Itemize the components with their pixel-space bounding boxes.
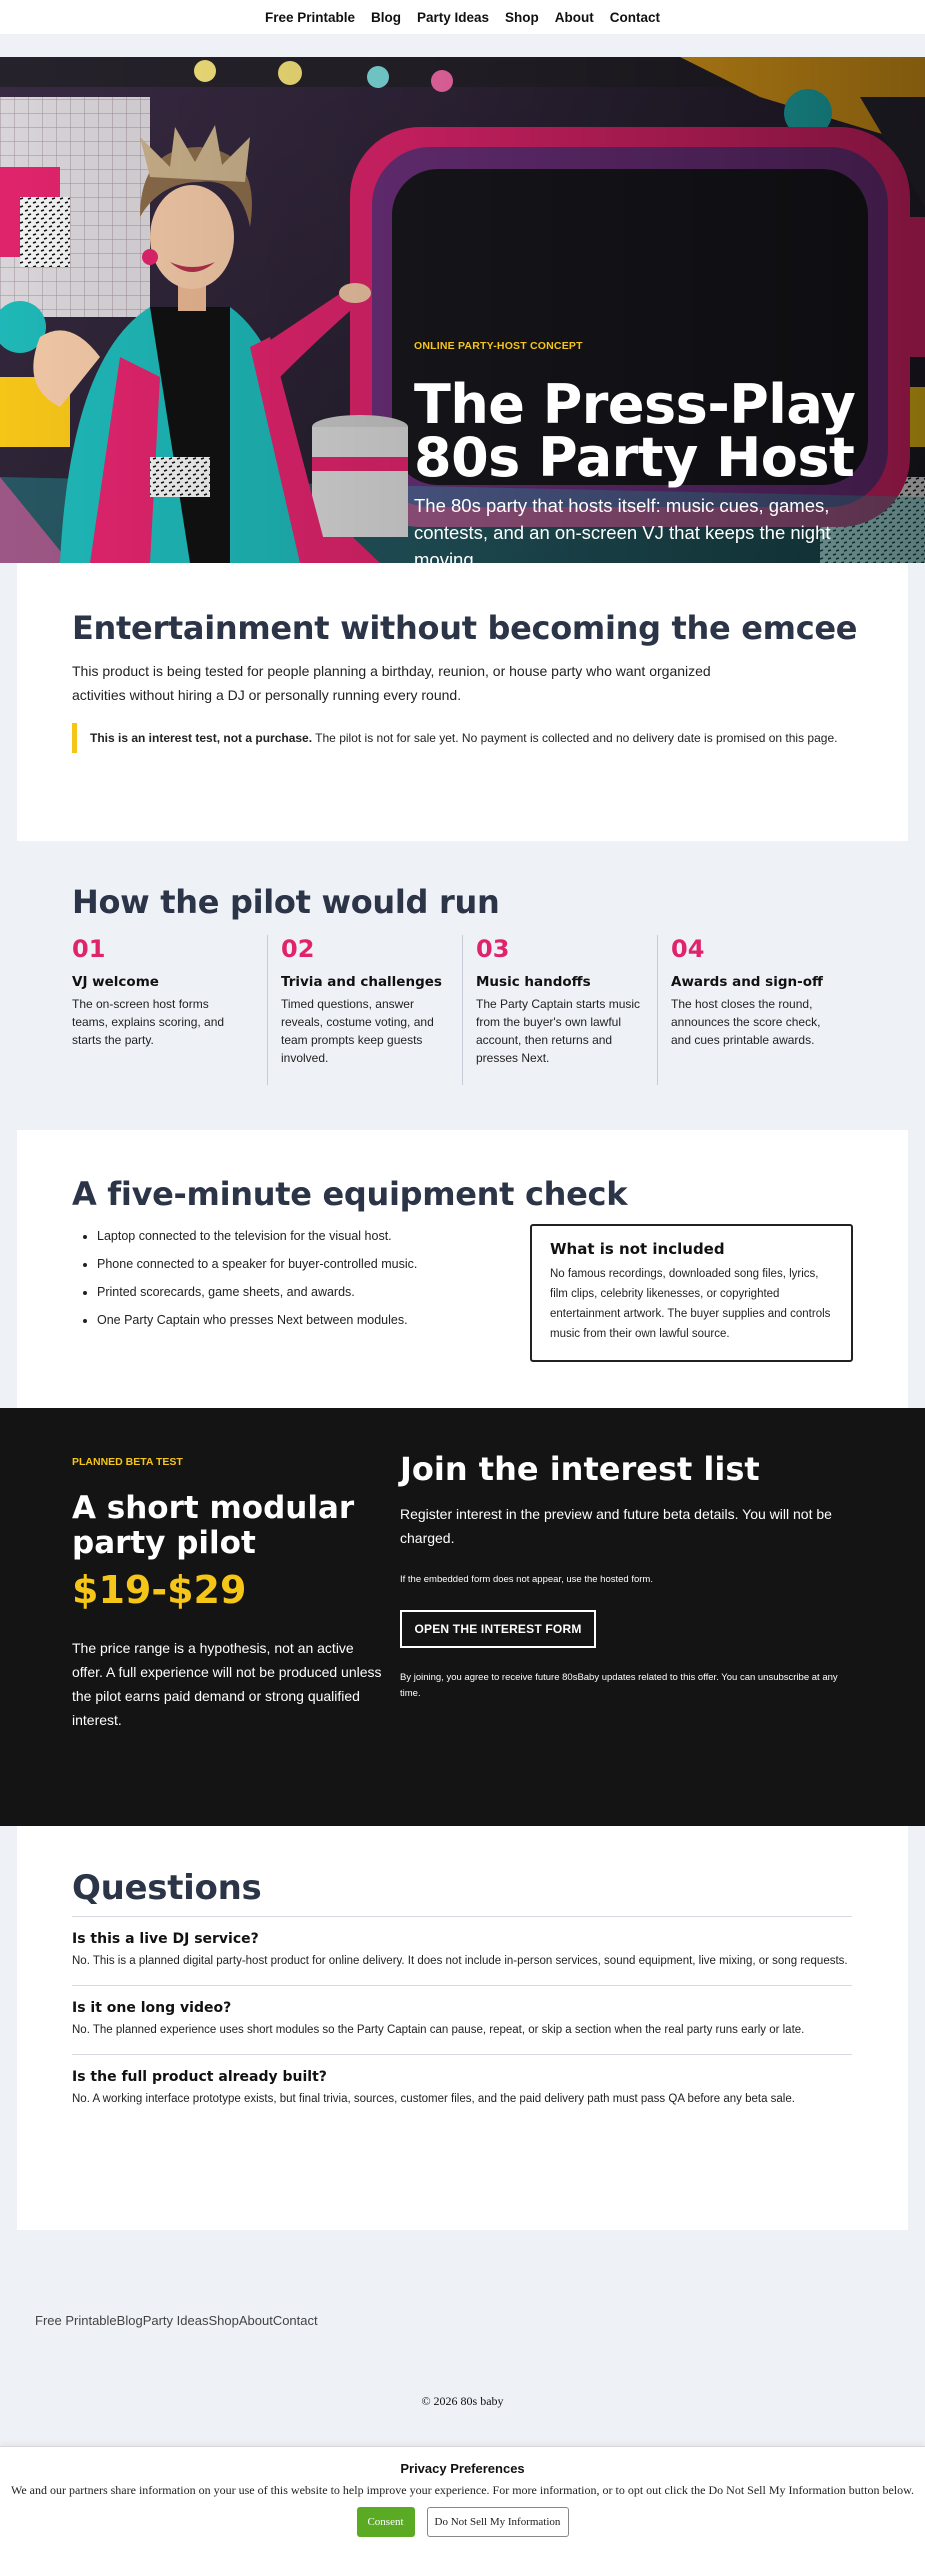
consent-text: We and our partners share information on… (10, 2483, 915, 2497)
step-description: Timed questions, answer reveals, costume… (281, 997, 434, 1065)
faq-item: Is this a live DJ service? No. This is a… (72, 1916, 852, 1985)
list-item: Laptop connected to the television for t… (97, 1222, 497, 1250)
equipment-list: Laptop connected to the television for t… (97, 1222, 497, 1334)
intro-lead: This product is being tested for people … (72, 663, 711, 703)
price-range: $19-$29 (72, 1568, 247, 1612)
price-note: The price range is a hypothesis, not an … (72, 1640, 382, 1728)
hero-title-line2: 80s Party Host (414, 426, 855, 489)
step-name: Trivia and challenges (281, 974, 442, 990)
embed-note: If the embedded form does not appear, us… (400, 1574, 653, 1585)
step-number: 04 (671, 935, 705, 963)
consent-buttons: Consent Do Not Sell My Information (0, 2507, 925, 2537)
steps-list: 01 VJ welcome The on-screen host forms t… (72, 935, 852, 1085)
faq-answer: No. The planned experience uses short mo… (72, 2024, 805, 2036)
nav-link-blog[interactable]: Blog (371, 9, 401, 25)
step-item: 02 Trivia and challenges Timed questions… (267, 935, 462, 1085)
equipment-title: A five-minute equipment check (72, 1175, 628, 1213)
step-description: The on-screen host forms teams, explains… (72, 997, 225, 1047)
list-item: One Party Captain who presses Next betwe… (97, 1306, 497, 1334)
step-name: Awards and sign-off (671, 974, 823, 990)
top-nav: Free Printable Blog Party Ideas Shop Abo… (0, 0, 925, 34)
hero-title-line1: The Press-Play (414, 373, 856, 436)
notice-bold: This is an interest test, not a purchase… (90, 731, 313, 745)
join-legal: By joining, you agree to receive future … (400, 1672, 838, 1699)
steps-title: How the pilot would run (72, 883, 500, 921)
faq-answer: No. This is a planned digital party-host… (72, 1955, 848, 1967)
faq-title: Questions (72, 1868, 262, 1908)
step-description: The host closes the round, announces the… (671, 997, 821, 1047)
faq-answer: No. A working interface prototype exists… (72, 2093, 795, 2105)
nav-link-free-printable[interactable]: Free Printable (264, 9, 355, 25)
hero-title: The Press-Play 80s Party Host (414, 378, 884, 485)
step-number: 01 (72, 935, 106, 963)
footer-nav: Free Printable Blog Party Ideas Shop Abo… (35, 2313, 318, 2328)
faq-question: Is the full product already built? (72, 2069, 327, 2085)
faq-question: Is this a live DJ service? (72, 1931, 259, 1947)
step-number: 02 (281, 935, 315, 963)
faq-question: Is it one long video? (72, 2000, 232, 2016)
footer-link-about[interactable]: About (238, 2313, 273, 2328)
beta-tag: PLANNED BETA TEST (72, 1456, 183, 1468)
hero-text: ONLINE PARTY-HOST CONCEPT The Press-Play… (414, 340, 884, 563)
nav-link-party-ideas[interactable]: Party Ideas (417, 9, 490, 25)
privacy-consent-banner: Privacy Preferences We and our partners … (0, 2446, 925, 2560)
footer-link-blog[interactable]: Blog (116, 2313, 143, 2328)
not-included-title: What is not included (550, 1240, 725, 1258)
footer-link-shop[interactable]: Shop (208, 2313, 239, 2328)
intro-section: Entertainment without becoming the emcee… (17, 563, 908, 841)
step-name: Music handoffs (476, 974, 591, 990)
nav-link-shop[interactable]: Shop (505, 9, 539, 25)
step-number: 03 (476, 935, 510, 963)
footer-link-party-ideas[interactable]: Party Ideas (142, 2313, 209, 2328)
step-item: 04 Awards and sign-off The host closes t… (657, 935, 852, 1085)
pilot-title: A short modular party pilot (72, 1490, 355, 1561)
do-not-sell-button[interactable]: Do Not Sell My Information (426, 2507, 569, 2537)
step-description: The Party Captain starts music from the … (476, 997, 641, 1065)
equipment-section: A five-minute equipment check Laptop con… (17, 1130, 908, 1408)
intro-title: Entertainment without becoming the emcee (72, 609, 858, 647)
footer-link-free-printable[interactable]: Free Printable (35, 2313, 117, 2328)
not-included-box: What is not included No famous recording… (530, 1224, 853, 1362)
hero-eyebrow: ONLINE PARTY-HOST CONCEPT (414, 340, 583, 352)
hero-illustration (0, 57, 925, 563)
join-text: Register interest in the preview and fut… (400, 1506, 832, 1546)
not-included-text: No famous recordings, downloaded song fi… (550, 1268, 831, 1340)
consent-title: Privacy Preferences (400, 2461, 525, 2476)
faq-item: Is the full product already built? No. A… (72, 2054, 852, 2123)
hero-subtitle: The 80s party that hosts itself: music c… (414, 495, 831, 563)
faq-section: Questions Is this a live DJ service? No.… (17, 1826, 908, 2230)
footer-link-contact[interactable]: Contact (272, 2313, 318, 2328)
join-title: Join the interest list (400, 1450, 760, 1488)
pilot-steps-section: How the pilot would run 01 VJ welcome Th… (0, 841, 925, 1130)
consent-button[interactable]: Consent (356, 2507, 415, 2537)
copyright: © 2026 80s baby (421, 2394, 504, 2408)
nav-link-contact[interactable]: Contact (609, 9, 661, 25)
list-item: Printed scorecards, game sheets, and awa… (97, 1278, 497, 1306)
nav-link-about[interactable]: About (554, 9, 594, 25)
hero-banner: ONLINE PARTY-HOST CONCEPT The Press-Play… (0, 57, 925, 563)
faq-list: Is this a live DJ service? No. This is a… (72, 1916, 852, 2123)
step-name: VJ welcome (72, 974, 159, 990)
interest-test-notice: This is an interest test, not a purchase… (72, 723, 872, 753)
notice-text: The pilot is not for sale yet. No paymen… (312, 731, 838, 745)
list-item: Phone connected to a speaker for buyer-c… (97, 1250, 497, 1278)
pricing-section: PLANNED BETA TEST A short modular party … (0, 1408, 925, 1826)
step-item: 01 VJ welcome The on-screen host forms t… (72, 935, 267, 1085)
faq-item: Is it one long video? No. The planned ex… (72, 1985, 852, 2054)
step-item: 03 Music handoffs The Party Captain star… (462, 935, 657, 1085)
open-interest-form-button[interactable]: OPEN THE INTEREST FORM (400, 1610, 596, 1648)
